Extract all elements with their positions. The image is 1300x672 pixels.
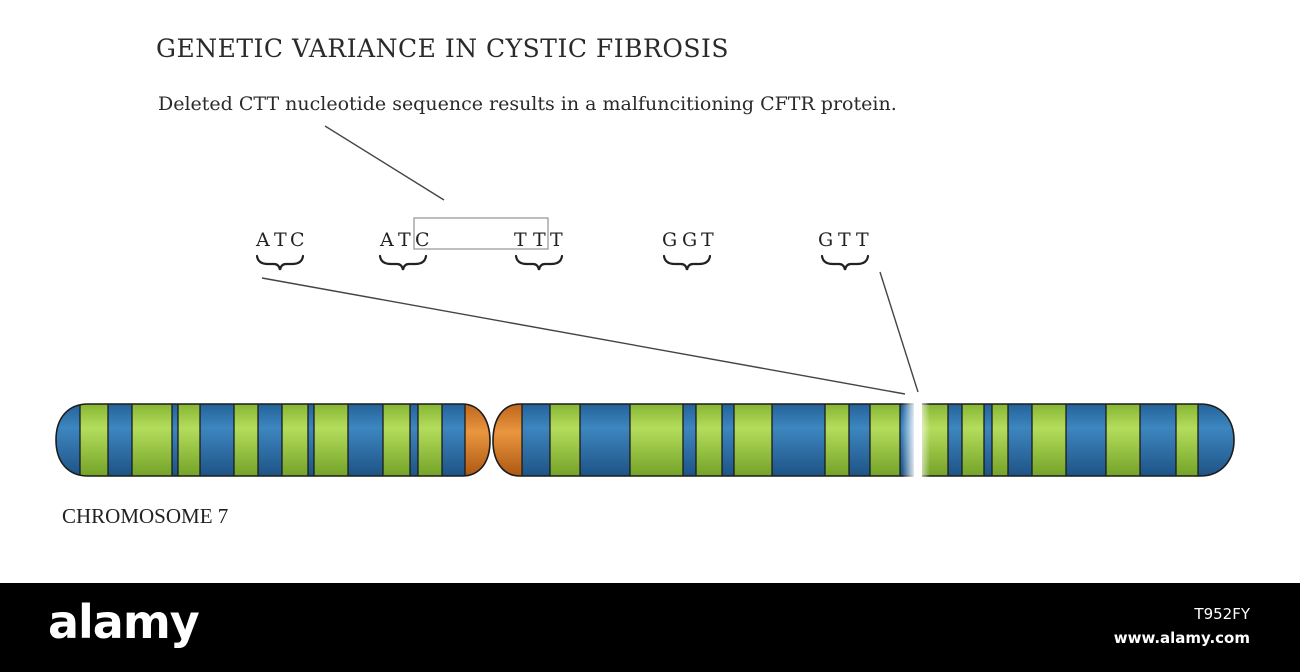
- codon-1-letter-2: T: [274, 229, 287, 251]
- image-id: T952FY: [1194, 605, 1250, 623]
- chromosome-label: CHROMOSOME 7: [62, 504, 229, 528]
- codon-3-letter-3: T: [550, 229, 563, 251]
- codon-4: G G T: [662, 229, 714, 251]
- callout-line-left: [261, 277, 906, 395]
- codon-2-letter-3: C: [415, 229, 430, 251]
- diagram-subtitle: Deleted CTT nucleotide sequence results …: [158, 93, 897, 115]
- codon-5-brace: [820, 254, 870, 271]
- codon-1-letter-3: C: [290, 229, 305, 251]
- long-arm-outline: [492, 403, 1235, 477]
- chromosome-long-arm: [493, 404, 1234, 476]
- codon-4-letter-3: T: [701, 229, 714, 251]
- codon-2-letter-1: A: [379, 229, 394, 251]
- alamy-logo: alamy: [48, 595, 200, 649]
- codon-5: G T T: [818, 229, 869, 251]
- codon-3-letter-2: T: [533, 229, 546, 251]
- deletion-gap-core: [914, 396, 922, 482]
- codon-2-letter-2: T: [398, 229, 411, 251]
- codon-5-letter-3: T: [856, 229, 869, 251]
- codon-1: A T C: [255, 229, 305, 251]
- codon-5-letter-2: T: [838, 229, 851, 251]
- pointer-line-subtitle: [324, 125, 445, 201]
- codon-3-brace: [514, 254, 564, 271]
- codon-4-brace: [662, 254, 712, 271]
- chromosome-diagram: A T C A T C T T T G G T G T T: [55, 125, 1235, 482]
- codon-5-letter-1: G: [818, 229, 833, 251]
- codon-3-letter-1: T: [514, 229, 527, 251]
- short-arm-outline: [55, 403, 491, 477]
- chromosome-short-arm: [56, 404, 490, 476]
- deletion-box: [413, 217, 549, 250]
- codon-3: T T T: [514, 229, 563, 251]
- callout-line-right: [879, 271, 919, 393]
- site-url: www.alamy.com: [1113, 629, 1250, 647]
- codon-1-brace: [255, 254, 305, 271]
- diagram-title: GENETIC VARIANCE IN CYSTIC FIBROSIS: [156, 34, 729, 63]
- codon-2-brace: [378, 254, 428, 271]
- footer-bar: alamy T952FY www.alamy.com: [0, 583, 1300, 672]
- codon-4-letter-1: G: [662, 229, 677, 251]
- codon-4-letter-2: G: [682, 229, 697, 251]
- codon-2: A T C: [379, 229, 430, 251]
- codon-1-letter-1: A: [255, 229, 270, 251]
